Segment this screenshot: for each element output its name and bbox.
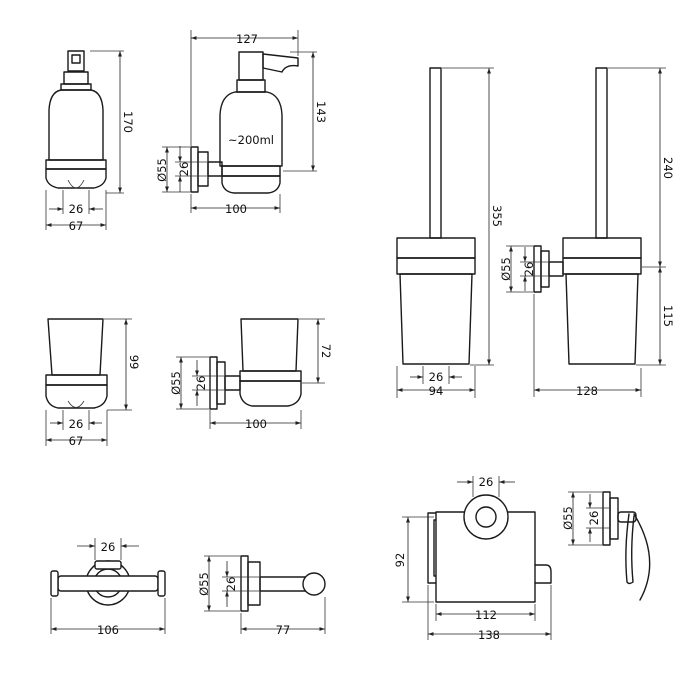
hook-side-depth-label: 77 [276, 623, 291, 637]
soap-side-volume-label: ~200ml [228, 133, 274, 147]
soap-side-depth-label: 127 [236, 32, 258, 46]
paper-holder-side-view: Ø55 26 [561, 491, 651, 601]
hook-side-mount-label: 26 [224, 577, 238, 592]
brush-front-knob-label: 26 [429, 370, 444, 384]
brush-front-base-label: 94 [429, 384, 444, 398]
robe-hook-side-view: Ø55 26 77 [197, 555, 326, 637]
soap-side-mount-label: 26 [177, 162, 191, 177]
hook-front-knob-label: 26 [101, 540, 116, 554]
tumbler-side-height-label: 72 [319, 344, 333, 359]
brush-side-plate-label: Ø55 [499, 257, 513, 281]
paper-front-height-label: 92 [393, 553, 407, 568]
tumbler-side-plate-label: Ø55 [169, 371, 183, 395]
paper-front-width-label: 138 [478, 628, 500, 642]
soap-side-width-label: 100 [225, 202, 247, 216]
paper-side-mount-label: 26 [587, 511, 601, 526]
tumbler-side-width-label: 100 [245, 417, 267, 431]
paper-side-plate-label: Ø55 [561, 506, 575, 530]
brush-front-height-label: 355 [490, 205, 504, 227]
soap-front-knob-label: 26 [69, 202, 84, 216]
tumbler-front-base-label: 67 [69, 434, 84, 448]
paper-front-knob-label: 26 [479, 475, 494, 489]
tumbler-side-view: 72 Ø55 26 100 [169, 318, 333, 431]
robe-hook-front-view: 26 106 [50, 538, 166, 637]
toilet-brush-front-view: 355 26 94 [396, 67, 504, 398]
soap-front-height-label: 170 [121, 111, 135, 133]
brush-side-width-label: 128 [576, 384, 598, 398]
brush-side-cup-label: 115 [661, 305, 675, 327]
soap-dispenser-front-view: 170 26 67 [45, 50, 135, 233]
tumbler-side-mount-label: 26 [194, 376, 208, 391]
soap-dispenser-side-view: ~200ml 127 143 Ø55 26 100 [155, 30, 328, 216]
soap-side-plate-label: Ø55 [155, 158, 169, 182]
soap-side-height-label: 143 [314, 101, 328, 123]
hook-front-width-label: 106 [97, 623, 119, 637]
brush-side-handle-label: 240 [661, 157, 675, 179]
paper-holder-front-view: 26 92 112 138 [393, 475, 552, 642]
toilet-brush-side-view: 240 115 Ø55 26 128 [499, 67, 675, 398]
tumbler-front-knob-label: 26 [69, 417, 84, 431]
hook-side-plate-label: Ø55 [197, 572, 211, 596]
soap-front-base-label: 67 [69, 219, 84, 233]
tumbler-front-view: 99 26 67 [45, 318, 141, 448]
tumbler-front-height-label: 99 [127, 355, 141, 370]
paper-front-lid-label: 112 [475, 608, 497, 622]
brush-side-mount-label: 26 [522, 262, 536, 277]
